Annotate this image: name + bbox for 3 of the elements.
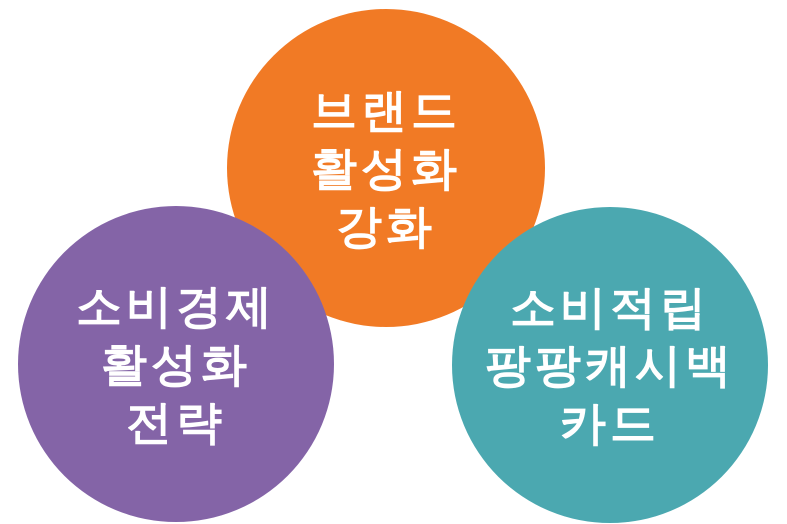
circle-label: 브랜드 활성화 강화 — [310, 82, 462, 255]
circle-label: 소비적립 팡팡캐시백 카드 — [484, 279, 736, 452]
circle-label: 소비경제 활성화 전략 — [75, 278, 277, 451]
